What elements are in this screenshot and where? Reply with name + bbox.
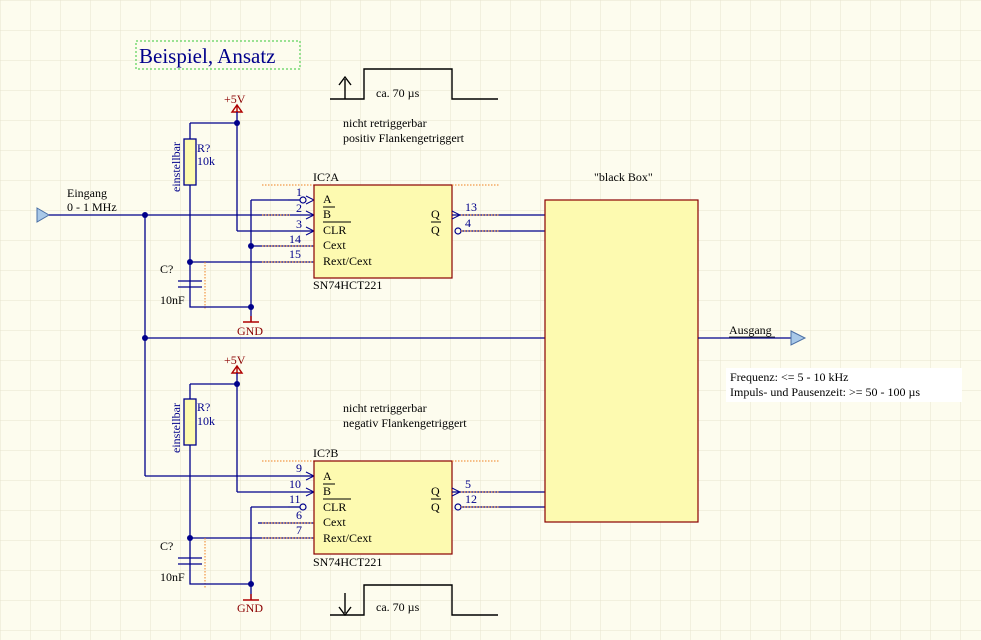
ic-a-pin-a: A: [323, 192, 332, 206]
output-port: Ausgang: [698, 323, 807, 346]
stage-b: +5V R? 10k einstellbar C? 10nF GND IC?B …: [160, 353, 545, 615]
ic-b-outnum-5: 5: [465, 477, 471, 491]
capacitor-b-value: 10nF: [160, 570, 185, 584]
pulse-bottom-label: ca. 70 µs: [376, 600, 420, 614]
input-label: Eingang: [67, 186, 107, 200]
ic-b-pin-rext: Rext/Cext: [323, 531, 372, 545]
ic-a-pinnum-14: 14: [289, 232, 301, 246]
ic-b-out-q: Q: [431, 484, 440, 498]
resistor-a-note: einstellbar: [169, 142, 183, 192]
capacitor-b: [178, 557, 202, 565]
ic-a-pinnum-1: 1: [296, 185, 302, 199]
resistor-b-ref: R?: [197, 400, 210, 414]
gnd-label-a: GND: [237, 324, 263, 338]
resistor-a: [183, 138, 197, 186]
ic-b-pinnum-10: 10: [289, 477, 301, 491]
ic-a-pinnum-3: 3: [296, 217, 302, 231]
ic-a-pin-cext: Cext: [323, 238, 346, 252]
pulse-waveform-bottom: ca. 70 µs: [330, 584, 498, 617]
ic-a-designator: IC?A: [313, 170, 339, 184]
black-box-label: "black Box": [594, 170, 653, 184]
resistor-a-ref: R?: [197, 141, 210, 155]
ic-a-outnum-13: 13: [465, 200, 477, 214]
black-box: [544, 199, 699, 523]
gnd-label-b: GND: [237, 601, 263, 615]
note-top-line1: nicht retriggerbar: [343, 116, 427, 130]
input-range: 0 - 1 MHz: [67, 200, 117, 214]
ic-b-pinnum-9: 9: [296, 461, 302, 475]
capacitor-b-ref: C?: [160, 539, 173, 553]
resistor-b-value: 10k: [197, 414, 215, 428]
capacitor-a-value: 10nF: [160, 293, 185, 307]
output-label: Ausgang: [729, 323, 772, 337]
vcc-label-a: +5V: [224, 92, 246, 106]
input-port: Eingang 0 - 1 MHz: [36, 186, 145, 223]
ic-b-pin-b: B: [323, 484, 331, 498]
resistor-b-note: einstellbar: [169, 403, 183, 453]
stage-a: +5V R? 10k einstellbar C? 10nF GND: [160, 92, 545, 338]
ic-a-out-qbar: Q: [431, 223, 440, 237]
resistor-b: [183, 398, 197, 446]
requirement-frequency: Frequenz: <= 5 - 10 kHz: [730, 370, 849, 384]
ic-a-body: [313, 184, 453, 279]
capacitor-a: [178, 280, 202, 288]
ic-a-pin-b: B: [323, 207, 331, 221]
ic-b-body: [313, 460, 453, 555]
ic-a-pin-rext: Rext/Cext: [323, 254, 372, 268]
ic-b-pinnum-11: 11: [289, 492, 301, 506]
ic-b-part: SN74HCT221: [313, 555, 382, 569]
ic-b-pin-cext: Cext: [323, 515, 346, 529]
ic-b-out-qbar: Q: [431, 500, 440, 514]
ic-a-pinnum-2: 2: [296, 201, 302, 215]
note-bottom-line2: negativ Flankengetriggert: [343, 416, 467, 430]
diagram-title: Beispiel, Ansatz: [139, 44, 275, 68]
ic-b-pin-clr: CLR: [323, 500, 346, 514]
requirements-box: [726, 368, 962, 402]
vcc-label-b: +5V: [224, 353, 246, 367]
ic-b-pinnum-7: 7: [296, 523, 302, 537]
ic-b-outnum-12: 12: [465, 492, 477, 506]
resistor-a-value: 10k: [197, 154, 215, 168]
ic-b-pin-a: A: [323, 469, 332, 483]
note-top-line2: positiv Flankengetriggert: [343, 131, 465, 145]
pulse-waveform-top: ca. 70 µs: [330, 68, 498, 100]
pulse-top-label: ca. 70 µs: [376, 86, 420, 100]
ic-b-pinnum-6: 6: [296, 508, 302, 522]
ic-a-pin-clr: CLR: [323, 223, 346, 237]
ic-a-part: SN74HCT221: [313, 278, 382, 292]
ic-a-out-q: Q: [431, 207, 440, 221]
ic-b-designator: IC?B: [313, 446, 338, 460]
ic-a-pinnum-15: 15: [289, 247, 301, 261]
note-bottom-line1: nicht retriggerbar: [343, 401, 427, 415]
requirement-timing: Impuls- und Pausenzeit: >= 50 - 100 µs: [730, 385, 920, 399]
ic-a-outnum-4: 4: [465, 216, 471, 230]
capacitor-a-ref: C?: [160, 262, 173, 276]
title-frame: [135, 40, 301, 70]
